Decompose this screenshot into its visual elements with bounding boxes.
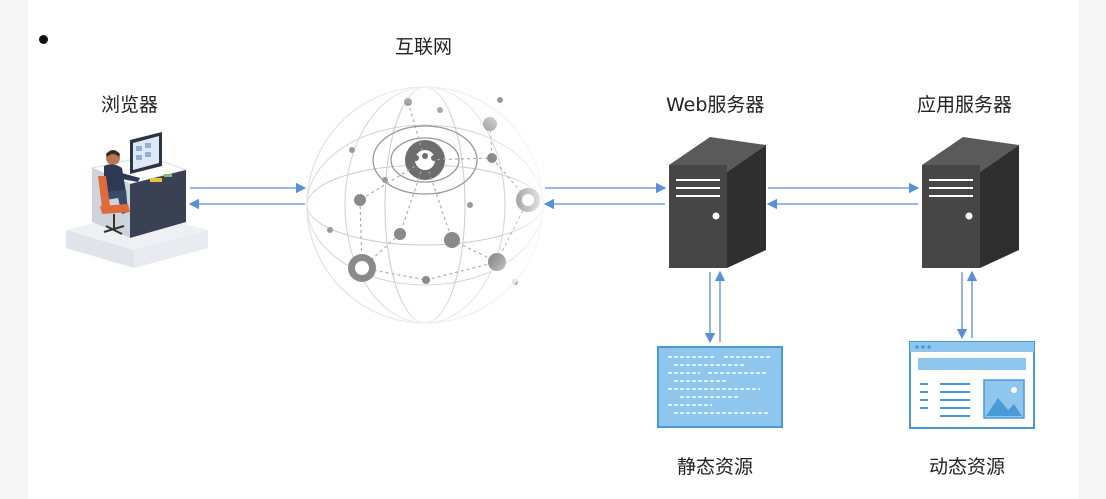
label-dynamic-resource: 动态资源 <box>929 456 1006 478</box>
bullet-dot <box>39 35 48 44</box>
label-static-resource: 静态资源 <box>677 456 754 478</box>
connection-arrows <box>188 182 978 344</box>
label-internet: 互联网 <box>395 36 453 58</box>
label-app-server: 应用服务器 <box>917 94 1013 116</box>
diagram-canvas <box>28 0 1078 499</box>
label-browser: 浏览器 <box>101 94 159 116</box>
person-at-computer-icon <box>66 132 208 268</box>
label-web-server: Web服务器 <box>666 94 765 116</box>
globe-network-icon <box>305 85 545 325</box>
code-document-icon <box>657 346 783 428</box>
server-tower-icon <box>669 137 766 268</box>
server-tower-icon <box>922 137 1019 268</box>
web-page-icon <box>909 341 1035 429</box>
